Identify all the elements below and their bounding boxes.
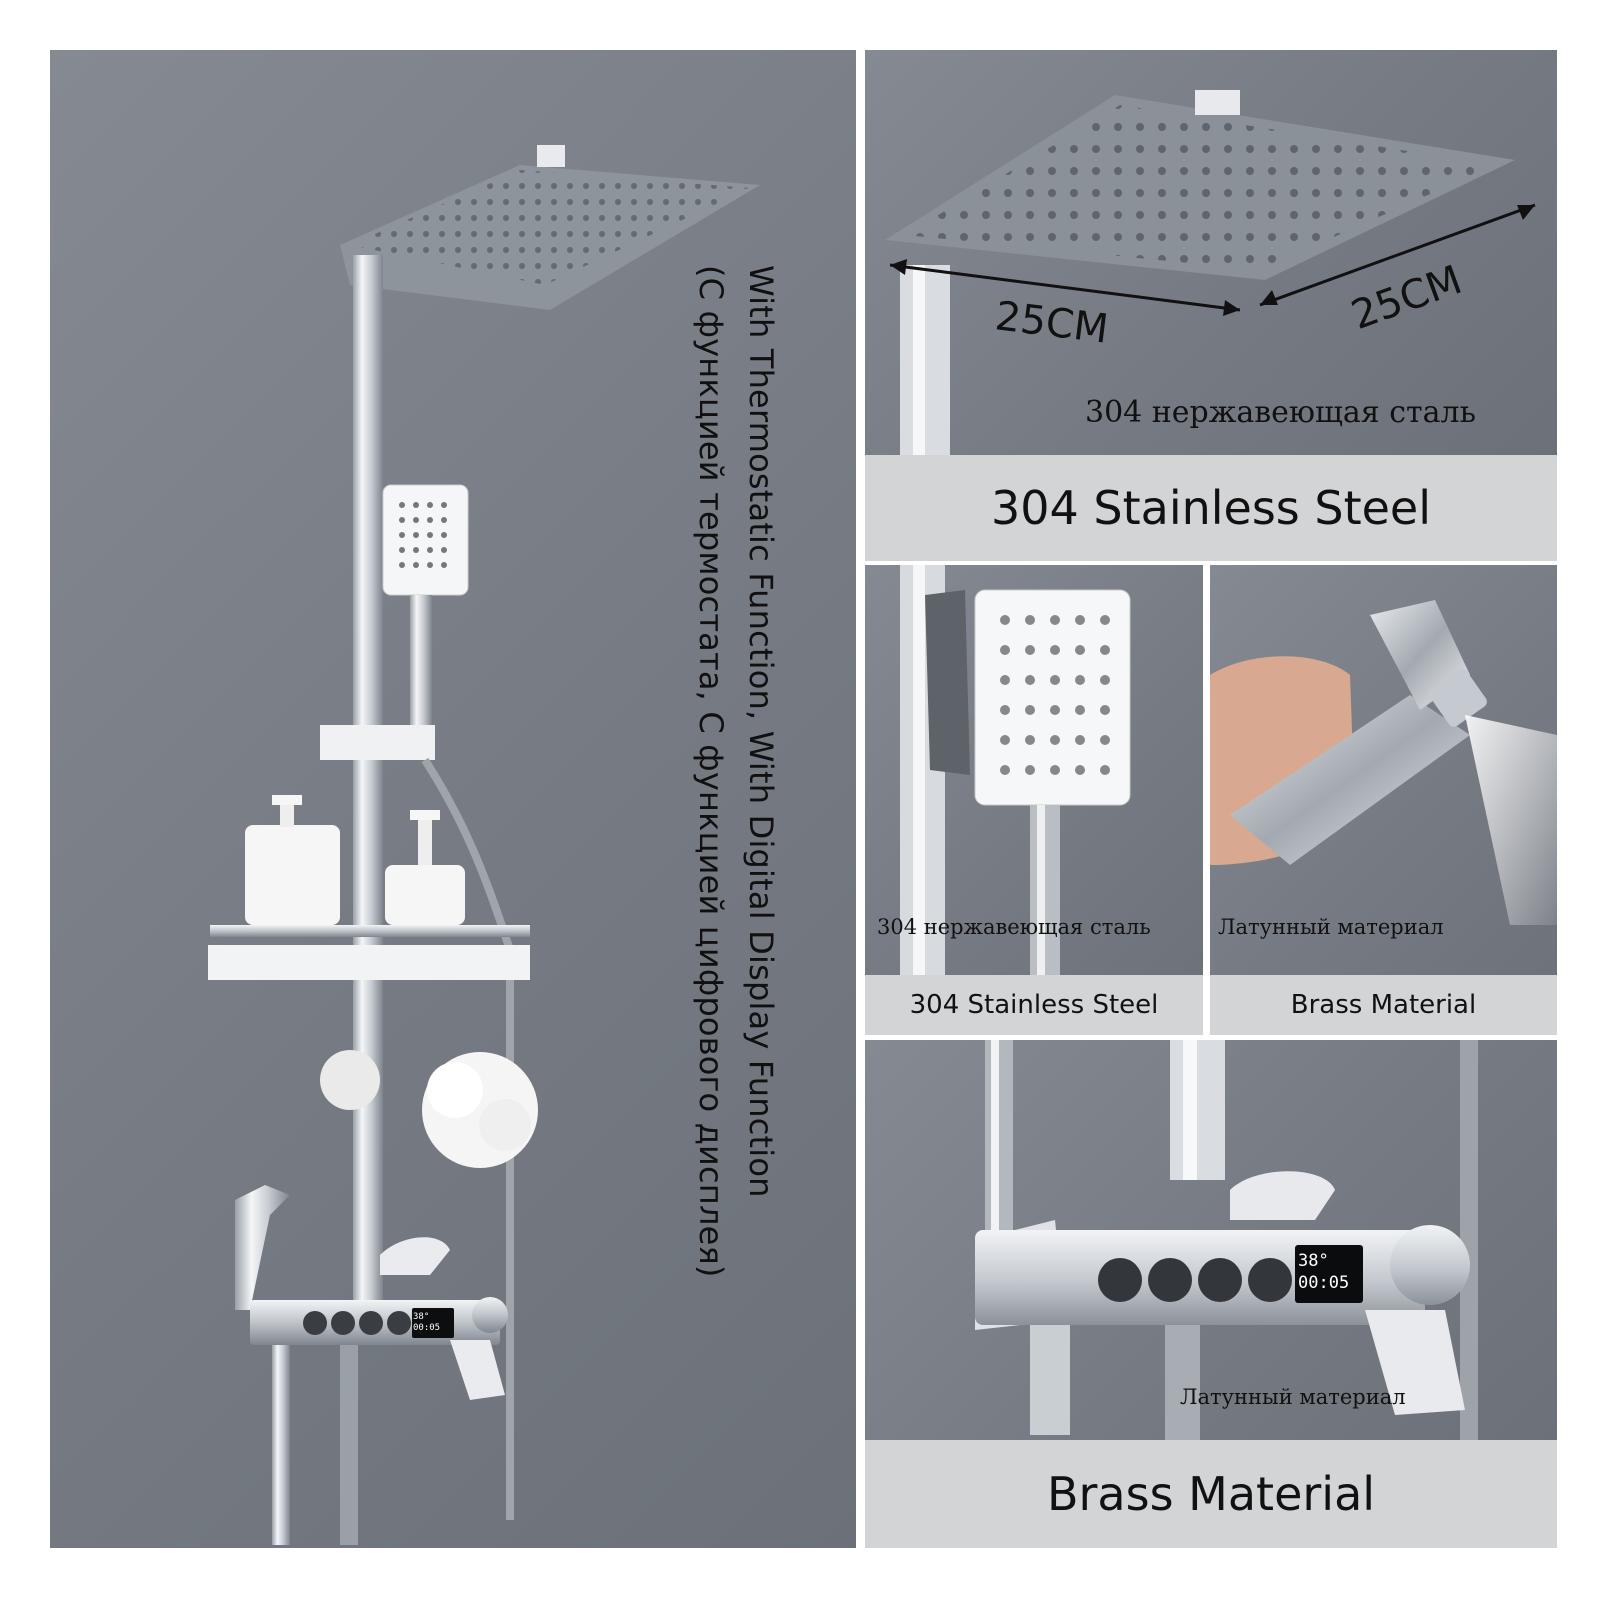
mixer-digital-display: 38° 00:05	[413, 1312, 453, 1334]
hand-shower-illustration	[900, 565, 1131, 975]
material-banner: 304 Stainless Steel	[865, 455, 1557, 561]
material-banner: Brass Material	[1210, 975, 1557, 1035]
material-label-ru: 304 нержавеющая сталь	[1085, 395, 1476, 430]
product-photo-main: With Thermostatic Function, With Digital…	[50, 50, 856, 1548]
material-banner: 304 Stainless Steel	[865, 975, 1203, 1035]
rain-shower-head-photo: 25CM 25CM 304 нержавеющая сталь	[865, 50, 1557, 455]
mixer-valve-photo: 38° 00:05 Латунный материал	[865, 1040, 1557, 1440]
material-banner: Brass Material	[865, 1440, 1557, 1548]
display-time: 00:05	[1298, 1273, 1350, 1293]
material-label-ru: 304 нержавеющая сталь	[877, 915, 1151, 939]
feature-caption-en-text: With Thermostatic Function, With Digital…	[742, 265, 780, 1198]
display-temperature: 38°	[413, 1312, 430, 1322]
material-label-ru: Латунный материал	[1218, 915, 1444, 939]
material-banner-text: Brass Material	[1290, 990, 1477, 1020]
material-banner-text: Brass Material	[1046, 1467, 1376, 1521]
rain-shower-head-illustration	[885, 90, 1536, 455]
mixer-valve-illustration	[975, 1040, 1478, 1440]
material-banner-text: 304 Stainless Steel	[990, 481, 1432, 535]
material-banner-text: 304 Stainless Steel	[909, 990, 1159, 1020]
display-temperature: 38°	[1298, 1251, 1329, 1271]
bidet-sprayer-illustration	[1210, 600, 1557, 925]
hand-shower-photo: 304 нержавеющая сталь 304 Stainless Stee…	[865, 565, 1203, 1035]
feature-caption-ru-text: (С функцией термостата, С функцией цифро…	[692, 265, 730, 1278]
shower-system-illustration	[208, 145, 760, 1545]
bidet-sprayer-photo: Латунный материал Brass Material	[1210, 565, 1557, 1035]
material-label-ru: Латунный материал	[1180, 1385, 1406, 1409]
mixer-digital-display: 38° 00:05	[1298, 1250, 1362, 1294]
display-time: 00:05	[413, 1323, 441, 1333]
